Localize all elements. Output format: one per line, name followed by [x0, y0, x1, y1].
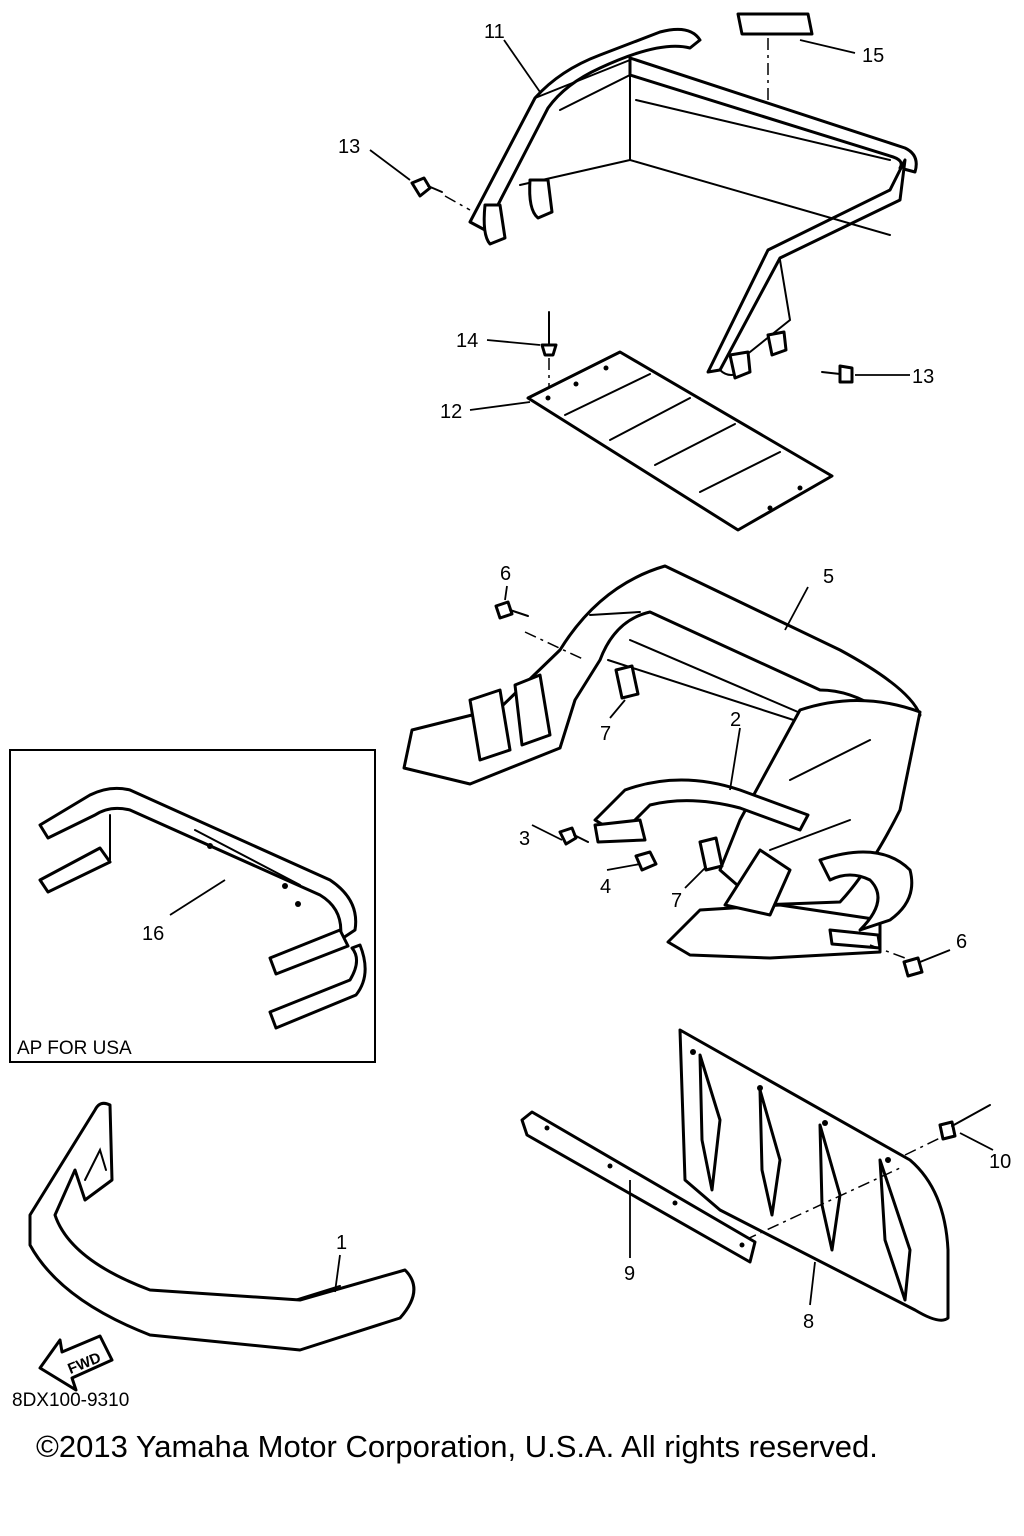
- part-8-mud-flap: [678, 1028, 950, 1322]
- callout-10: 10: [989, 1151, 1011, 1173]
- callout-9: 9: [624, 1263, 635, 1285]
- part-6-bolt-lower: [902, 956, 924, 978]
- part-2-bracket: [593, 778, 810, 844]
- part-13-bolt-upper: [410, 176, 471, 211]
- part-10-rivet: [938, 1104, 991, 1141]
- inset-box: AP FOR USA: [9, 749, 376, 1063]
- inset-label: AP FOR USA: [17, 1038, 132, 1059]
- part-4-nut: [634, 850, 658, 872]
- part-11-rear-rack: [468, 27, 918, 380]
- diagram-code: 8DX100-9310: [12, 1390, 129, 1411]
- part-7-clip-lower: [698, 836, 724, 872]
- part-3-bolt: [558, 826, 589, 846]
- callout-14: 14: [456, 330, 478, 352]
- fwd-arrow-icon: FWD: [38, 1334, 114, 1392]
- callout-7-lower: 7: [671, 890, 682, 912]
- callout-3: 3: [519, 828, 530, 850]
- part-14-rivet: [540, 311, 558, 392]
- callout-6-upper: 6: [500, 563, 511, 585]
- copyright-notice: ©2013 Yamaha Motor Corporation, U.S.A. A…: [36, 1429, 878, 1464]
- callout-11: 11: [484, 21, 505, 43]
- callout-16: 16: [142, 923, 164, 945]
- callout-15: 15: [862, 45, 884, 67]
- part-16-rear-bumper: [38, 786, 367, 1030]
- callout-1: 1: [336, 1232, 347, 1254]
- part-13-bolt-lower: [821, 364, 854, 384]
- part-6-bolt-upper: [494, 600, 529, 620]
- part-5-rear-frame: [402, 564, 922, 960]
- part-1-front-bumper: [28, 1101, 416, 1352]
- part-12-plate: [526, 350, 834, 532]
- part-7-clip-upper: [614, 664, 640, 700]
- part-9-strip: [520, 1110, 757, 1264]
- callouts: 11 15 13 13 14 12 5 6 7 2 3 4 7 6 16 1 1…: [142, 21, 1011, 1333]
- callout-13-upper: 13: [338, 136, 360, 158]
- leader-lines: [169, 39, 994, 1306]
- part-15-decal: [736, 12, 814, 105]
- callout-5: 5: [823, 566, 834, 588]
- callout-12: 12: [440, 401, 462, 423]
- callout-13-lower: 13: [912, 366, 934, 388]
- callout-7-upper: 7: [600, 723, 611, 745]
- callout-6-lower: 6: [956, 931, 967, 953]
- callout-8: 8: [803, 1311, 814, 1333]
- callout-2: 2: [730, 709, 741, 731]
- callout-4: 4: [600, 876, 611, 898]
